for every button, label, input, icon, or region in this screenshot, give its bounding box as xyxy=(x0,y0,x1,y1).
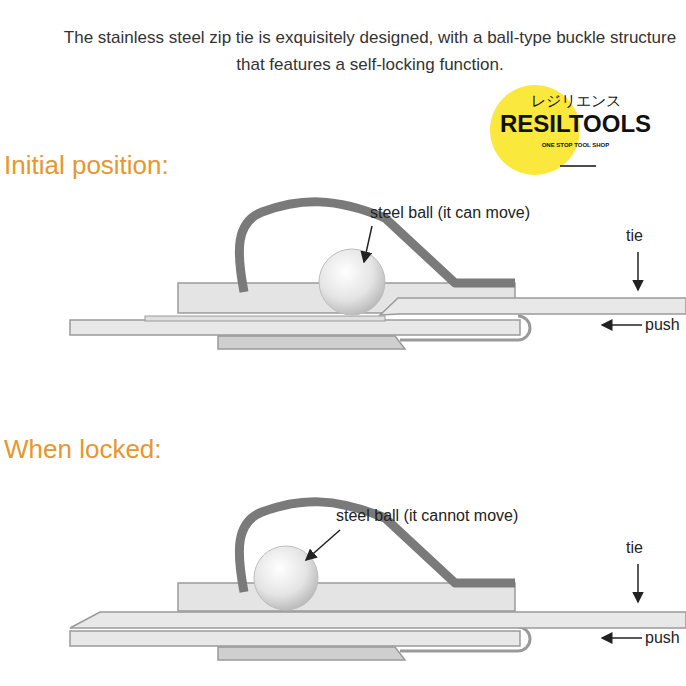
callout-label: push xyxy=(645,629,680,647)
page-title: The stainless steel zip tie is exquisite… xyxy=(60,24,680,78)
buckle-locked xyxy=(70,502,686,660)
callout-label: steel ball (it can move) xyxy=(370,204,530,222)
logo-text: レジリエンス xyxy=(488,92,663,111)
section-heading: Initial position: xyxy=(4,150,169,181)
callout-label: tie xyxy=(626,227,643,245)
section-heading: When locked: xyxy=(4,434,162,465)
logo-text: ONE STOP TOOL SHOP xyxy=(488,142,663,148)
callout-label: tie xyxy=(626,539,643,557)
logo-text: RESILTOOLS xyxy=(488,110,663,138)
buckle-initial xyxy=(70,202,686,349)
logo-badge: レジリエンスRESILTOOLS ONE STOP TOOL SHOP xyxy=(488,84,663,176)
callout-label: steel ball (it cannot move) xyxy=(336,507,518,525)
callout-label: push xyxy=(645,316,680,334)
